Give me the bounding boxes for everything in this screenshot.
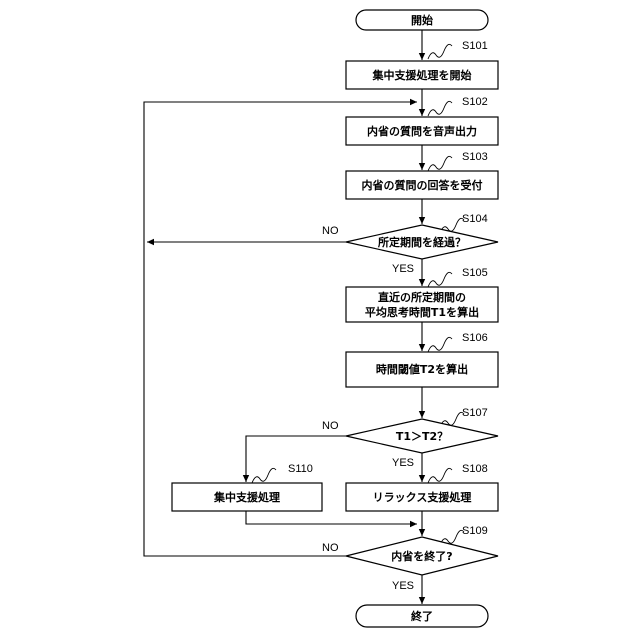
s104-no-label: NO [322,225,339,237]
s108-step: S108 [462,463,488,475]
start-terminal: 開始 [356,10,488,30]
s109-step: S109 [462,525,488,537]
s105-label-line2: 平均思考時間T1を算出 [365,305,479,319]
end-label: 終了 [411,609,433,623]
s110-label: 集中支援処理 [213,490,280,504]
s107-no-label: NO [322,420,339,432]
decision-s107: T1＞T2？ S107 NO YES [322,407,498,469]
s107-yes-label: YES [392,457,414,469]
end-terminal: 終了 [356,605,488,627]
s102-label: 内省の質問を音声出力 [367,124,477,138]
s105-step: S105 [462,267,488,279]
s104-label: 所定期間を経過？ [378,235,466,249]
s105-label-line1: 直近の所定期間の [378,290,466,304]
process-s110: 集中支援処理 S110 [172,463,322,511]
s101-step: S101 [462,40,488,52]
s103-step: S103 [462,151,488,163]
s107-label: T1＞T2？ [396,430,448,443]
decision-s104: 所定期間を経過？ S104 NO YES [322,213,498,275]
s106-step: S106 [462,332,488,344]
s103-label: 内省の質問の回答を受付 [362,178,483,192]
s110-step: S110 [288,463,313,475]
s106-label: 時間閾値T2を算出 [376,362,468,376]
arrow-s110-merge [246,511,417,524]
start-label: 開始 [411,13,433,27]
s107-step: S107 [462,407,488,419]
arrow-s107-s110 [246,436,346,482]
s101-label: 集中支援処理を開始 [372,68,472,82]
s108-label: リラックス支援処理 [373,490,472,504]
s109-no-label: NO [322,542,339,554]
s109-yes-label: YES [392,580,414,592]
decision-s109: 内省を終了? S109 NO YES [322,525,498,592]
s102-step: S102 [462,96,488,108]
s104-step: S104 [462,213,488,225]
s109-label: 内省を終了? [391,549,452,563]
s104-yes-label: YES [392,263,414,275]
